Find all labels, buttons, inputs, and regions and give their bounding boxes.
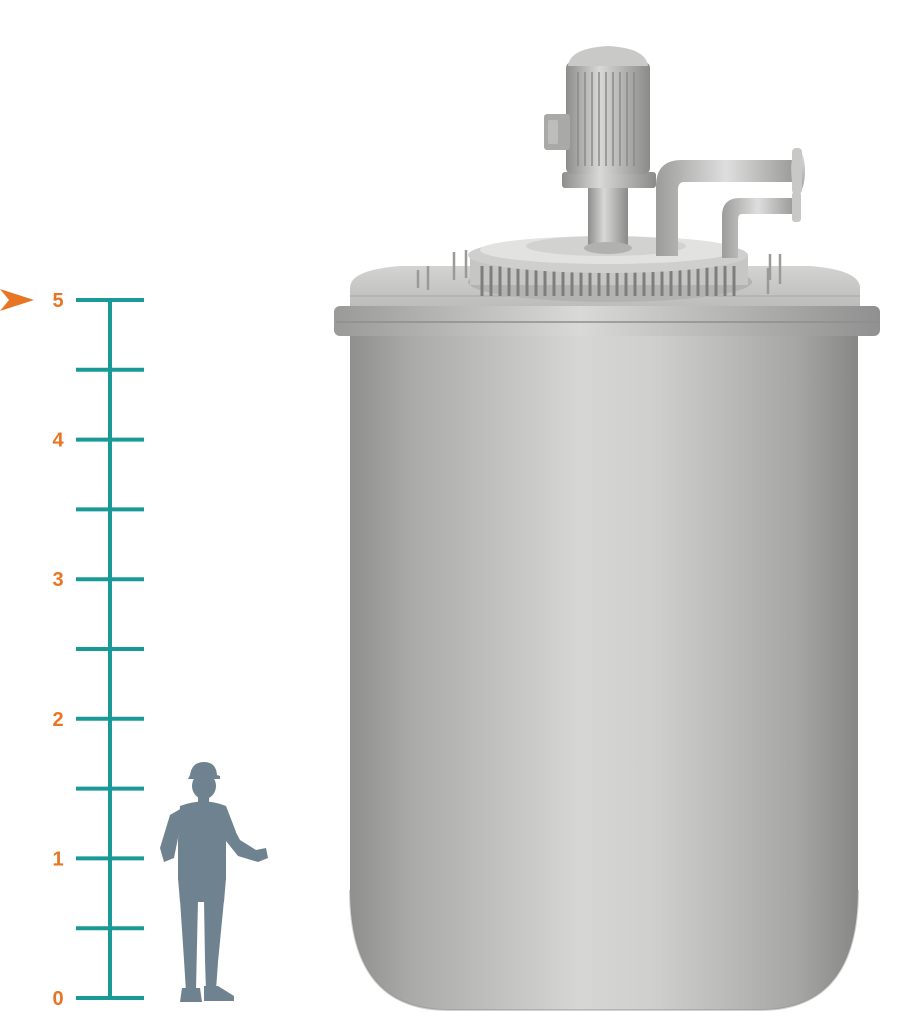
reactor-vessel-icon	[334, 46, 880, 1011]
outlet-pipe-large	[656, 160, 796, 256]
scale-label: 4	[52, 430, 64, 452]
vessel-rim	[334, 306, 880, 336]
scale-marker-arrow-icon	[0, 289, 34, 311]
scale-label: 0	[52, 988, 63, 1010]
height-scale: 0 1 2 3 4 5	[52, 290, 144, 1010]
scale-label: 3	[52, 569, 63, 591]
vessel-body	[350, 330, 858, 1010]
scale-label: 5	[52, 290, 63, 312]
scale-label: 2	[52, 709, 63, 731]
outlet-pipe-small	[722, 198, 794, 258]
scale-label: 1	[52, 848, 63, 870]
person-silhouette-icon	[160, 762, 268, 1002]
